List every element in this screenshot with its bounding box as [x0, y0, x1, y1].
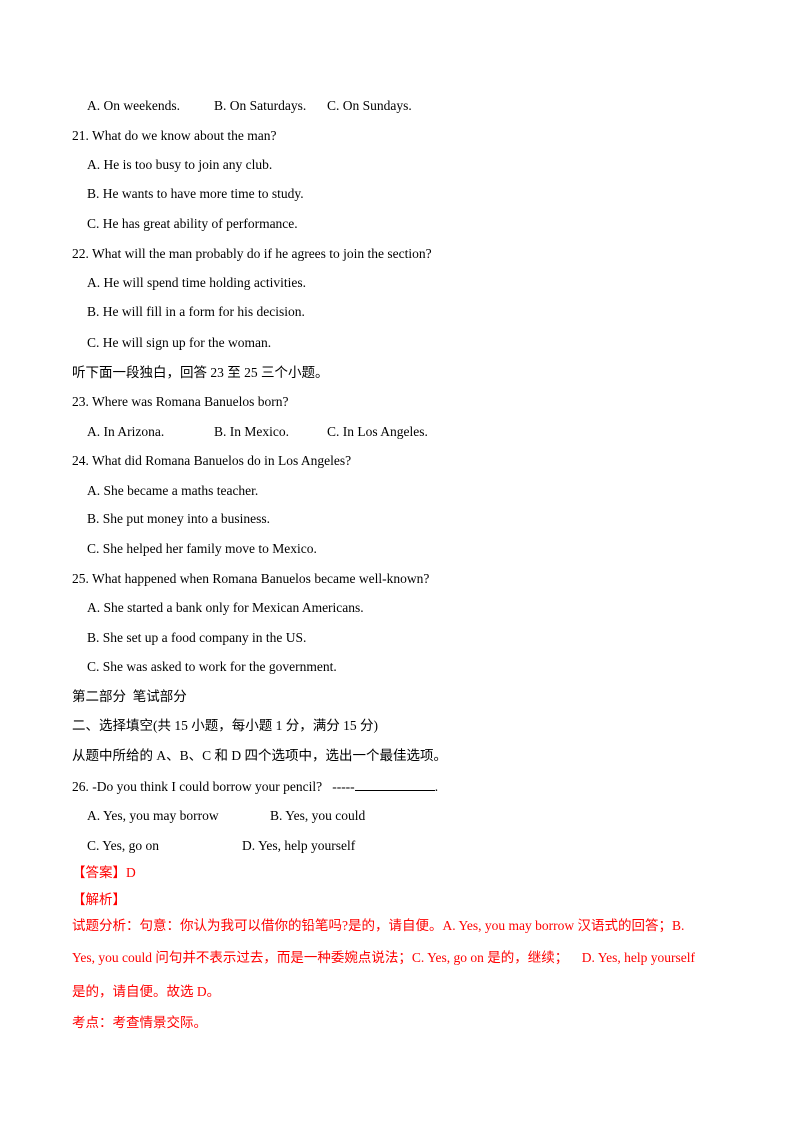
section2-title: 二、选择填空(共 15 小题，每小题 1 分，满分 15 分) [72, 718, 378, 733]
q26-answer-blank [354, 777, 435, 791]
q22-option-c: C. He will sign up for the woman. [87, 335, 272, 350]
section2-instruction: 从题中所给的 A、B、C 和 D 四个选项中，选出一个最佳选项。 [72, 748, 448, 763]
q23-option-c: C. In Los Angeles. [327, 424, 428, 439]
q26-stem-line: 26. -Do you think I could borrow your pe… [72, 777, 438, 796]
answer-label: 【答案】D [72, 865, 136, 880]
q25-stem: 25. What happened when Romana Banuelos b… [72, 571, 430, 586]
monologue-instruction: 听下面一段独白，回答 23 至 25 三个小题。 [72, 365, 329, 380]
q20-option-b: B. On Saturdays. [214, 98, 307, 113]
analysis-line-2: Yes, you could 问句并不表示过去，而是一种委婉点说法；C. Yes… [72, 950, 696, 965]
q23-option-b: B. In Mexico. [214, 424, 289, 439]
q26-option-d: D. Yes, help yourself [242, 838, 356, 853]
q24-option-c: C. She helped her family move to Mexico. [87, 541, 317, 556]
q25-option-b: B. She set up a food company in the US. [87, 630, 307, 645]
q20-option-a: A. On weekends. [87, 98, 180, 113]
q25-option-c: C. She was asked to work for the governm… [87, 659, 337, 674]
q24-option-a: A. She became a maths teacher. [87, 483, 259, 498]
q26-stem-end: . [434, 779, 439, 794]
analysis-label: 【解析】 [72, 892, 126, 907]
q26-stem: 26. -Do you think I could borrow your pe… [72, 779, 355, 794]
q25-option-a: A. She started a bank only for Mexican A… [87, 600, 364, 615]
q20-option-c: C. On Sundays. [327, 98, 412, 113]
kaodian: 考点：考查情景交际。 [72, 1015, 207, 1030]
q22-option-a: A. He will spend time holding activities… [87, 275, 306, 290]
q21-option-c: C. He has great ability of performance. [87, 216, 298, 231]
q26-option-b: B. Yes, you could [270, 808, 366, 823]
analysis-line-1: 试题分析：句意：你认为我可以借你的铅笔吗?是的，请自便。A. Yes, you … [72, 918, 685, 933]
q21-option-b: B. He wants to have more time to study. [87, 186, 304, 201]
q24-stem: 24. What did Romana Banuelos do in Los A… [72, 453, 352, 468]
part2-title: 第二部分 笔试部分 [72, 689, 187, 704]
q22-stem: 22. What will the man probably do if he … [72, 246, 432, 261]
q24-option-b: B. She put money into a business. [87, 511, 270, 526]
analysis-line-3: 是的，请自便。故选 D。 [72, 984, 221, 999]
q26-option-a: A. Yes, you may borrow [87, 808, 219, 823]
q23-stem: 23. Where was Romana Banuelos born? [72, 394, 289, 409]
q21-option-a: A. He is too busy to join any club. [87, 157, 273, 172]
q23-option-a: A. In Arizona. [87, 424, 165, 439]
q26-option-c: C. Yes, go on [87, 838, 160, 853]
q22-option-b: B. He will fill in a form for his decisi… [87, 304, 305, 319]
q21-stem: 21. What do we know about the man? [72, 128, 277, 143]
